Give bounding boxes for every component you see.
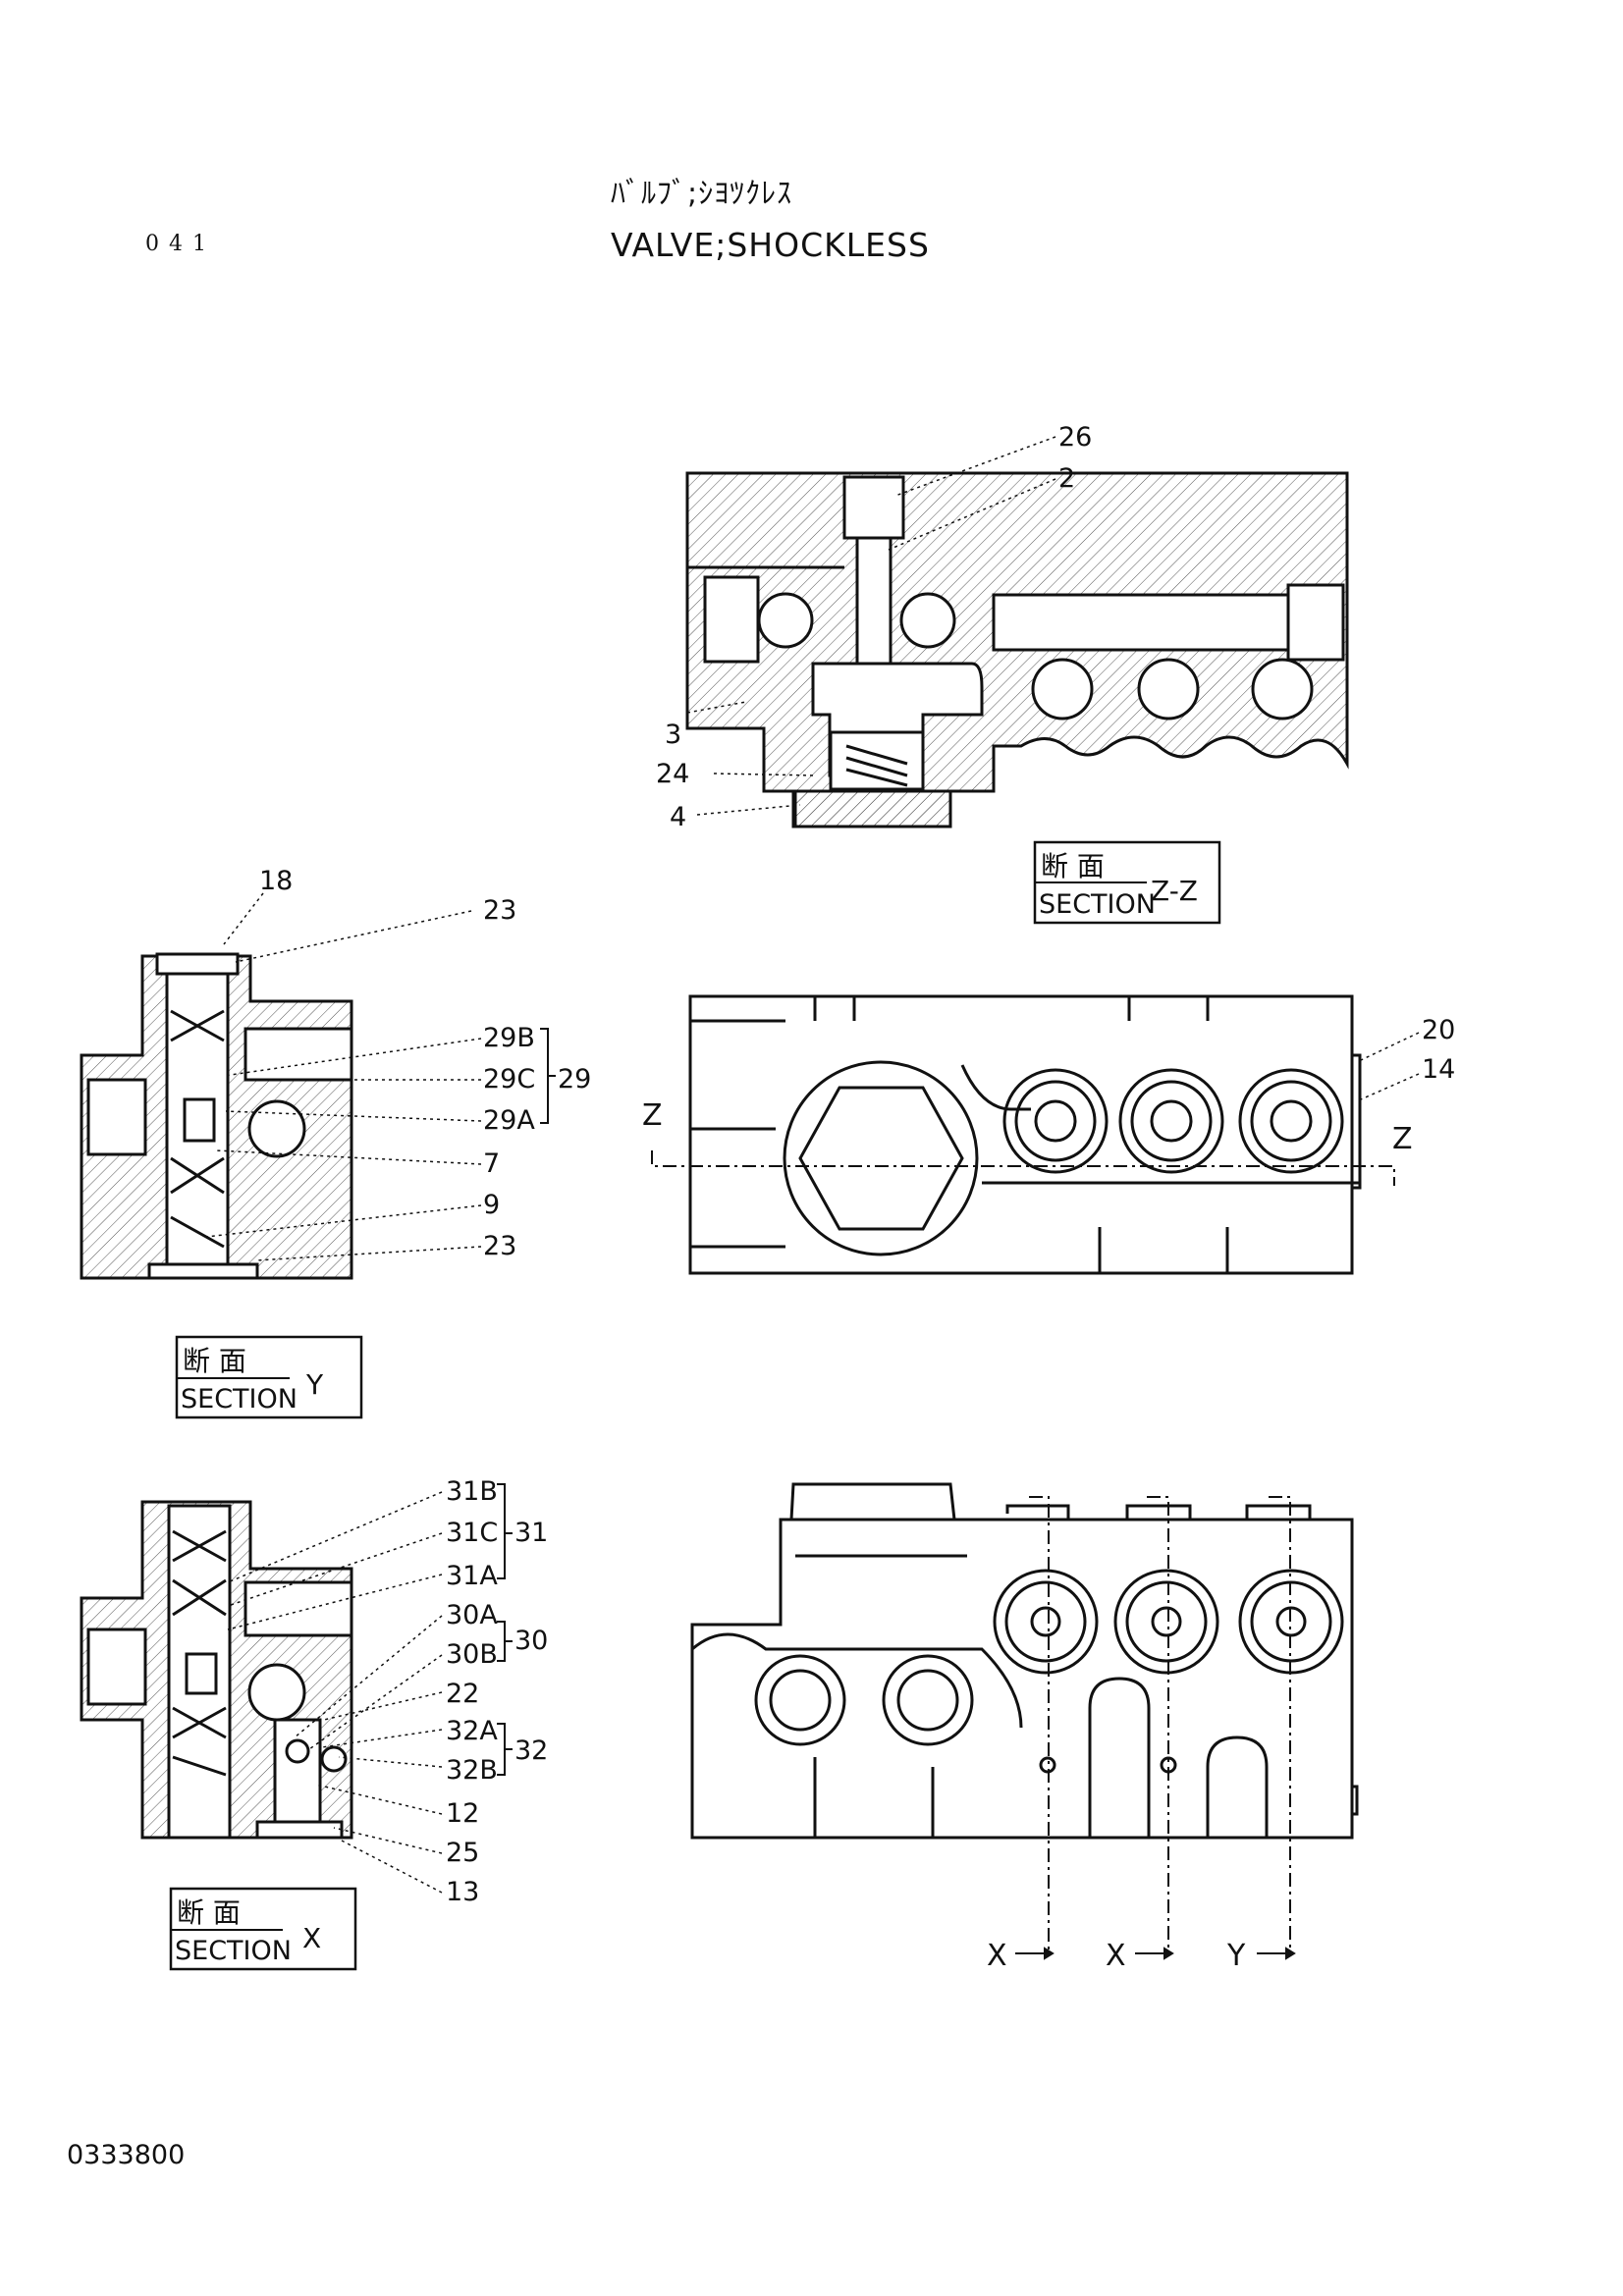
cut-lines-xy: [1029, 1496, 1291, 1954]
section-zz-view: [685, 471, 1349, 828]
front-view: [688, 994, 1362, 1275]
bracket-31: [497, 1483, 513, 1579]
section-y-jp: 断 面: [183, 1345, 246, 1377]
callout-30B: 30B: [446, 1639, 498, 1670]
bracket-32: [497, 1723, 513, 1776]
front-view-leaders: [1360, 1032, 1420, 1100]
view-mark-x-1: X: [987, 1939, 1007, 1973]
callout-22: 22: [446, 1679, 479, 1709]
drawing-number: 0333800: [67, 2140, 186, 2170]
callout-31C: 31C: [446, 1518, 498, 1548]
callout-30A: 30A: [446, 1600, 498, 1630]
callout-32A: 32A: [446, 1716, 498, 1746]
callout-29: 29: [558, 1064, 591, 1095]
callout-30: 30: [514, 1626, 548, 1656]
title-japanese: ﾊﾞﾙﾌﾞ;ｼﾖﾂｸﾚｽ: [611, 177, 793, 211]
callout-31B: 31B: [446, 1476, 498, 1507]
callout-29A: 29A: [483, 1105, 535, 1136]
section-x-leaders: [227, 1491, 443, 1894]
callout-25: 25: [446, 1838, 479, 1868]
section-x-jp: 断 面: [177, 1896, 241, 1929]
section-x-id: X: [302, 1922, 321, 1954]
section-x-en: SECTION: [175, 1936, 292, 1966]
callout-9: 9: [483, 1190, 500, 1220]
section-y-view: [80, 952, 353, 1280]
callout-13: 13: [446, 1877, 479, 1907]
bracket-30: [497, 1621, 513, 1662]
section-zz-jp: 断 面: [1041, 850, 1105, 882]
z-cut-line: [651, 1150, 1395, 1186]
section-label-y: 断 面 SECTION Y: [175, 1335, 363, 1419]
section-zz-id: Z-Z: [1151, 875, 1198, 907]
callout-32: 32: [514, 1735, 548, 1766]
view-mark-z-left: Z: [642, 1098, 663, 1133]
callout-2: 2: [1058, 463, 1075, 494]
section-zz-en: SECTION: [1039, 889, 1156, 920]
callout-26: 26: [1058, 422, 1092, 453]
callout-7: 7: [483, 1148, 500, 1179]
callout-23-top: 23: [483, 895, 516, 926]
section-label-x: 断 面 SECTION X: [169, 1887, 357, 1971]
bracket-29: [540, 1028, 556, 1124]
view-mark-x-2: X: [1106, 1939, 1126, 1973]
section-y-leaders: [205, 892, 482, 1261]
callout-31A: 31A: [446, 1561, 498, 1591]
callout-14: 14: [1422, 1054, 1455, 1085]
callout-23-bottom: 23: [483, 1231, 516, 1261]
callout-31: 31: [514, 1518, 548, 1548]
bottom-view: [690, 1482, 1359, 1840]
callout-29C: 29C: [483, 1064, 535, 1095]
view-arrows-xy: [1015, 1947, 1296, 1960]
callout-4: 4: [670, 802, 686, 832]
callout-20: 20: [1422, 1015, 1455, 1045]
view-mark-y: Y: [1226, 1939, 1246, 1973]
callout-12: 12: [446, 1798, 479, 1829]
callout-3: 3: [665, 720, 681, 750]
section-x-view: [80, 1500, 353, 1840]
callout-29B: 29B: [483, 1023, 535, 1053]
section-y-en: SECTION: [181, 1384, 298, 1415]
callout-18: 18: [259, 866, 293, 896]
title-english: VALVE;SHOCKLESS: [611, 226, 930, 264]
section-y-id: Y: [305, 1368, 324, 1401]
section-label-zz: 断 面 SECTION Z-Z: [1033, 840, 1221, 925]
callout-32B: 32B: [446, 1755, 498, 1786]
section-zz-leaders: [686, 436, 1056, 816]
callout-24: 24: [656, 759, 689, 789]
page-number: 041: [145, 232, 216, 256]
view-mark-z-right: Z: [1392, 1122, 1413, 1156]
